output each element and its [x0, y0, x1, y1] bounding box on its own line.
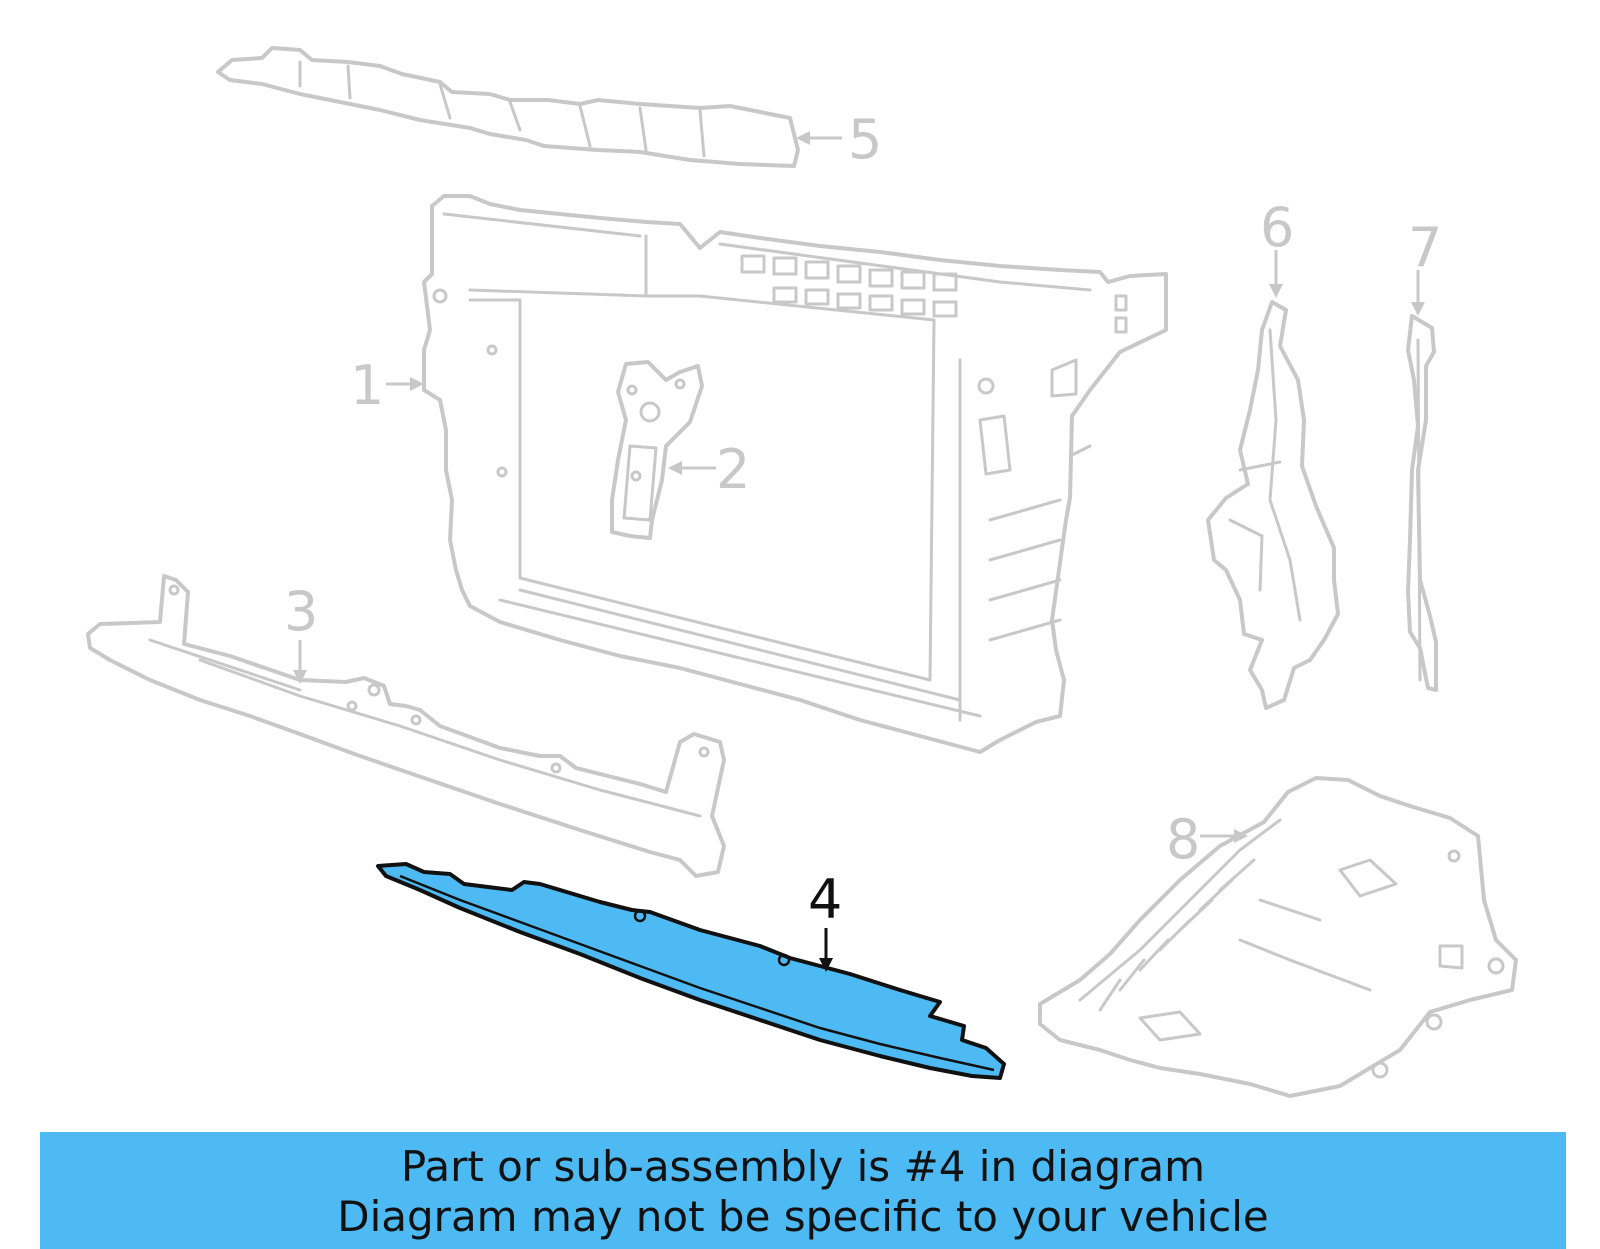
banner-line-disclaimer: Diagram may not be specific to your vehi… [337, 1192, 1269, 1241]
callout-6-label: 6 [1260, 196, 1294, 259]
callout-4-label: 4 [808, 868, 842, 931]
callout-3-label: 3 [284, 580, 318, 643]
part-3-lower-reinforcement [86, 574, 726, 878]
parts-diagram: 5 1 [86, 46, 1518, 1098]
banner-line-part: Part or sub-assembly is #4 in diagram [400, 1142, 1206, 1191]
callout-8-label: 8 [1166, 808, 1200, 871]
part-4-air-deflector [376, 862, 1006, 1080]
callout-1: 1 [350, 354, 424, 417]
info-banner: Part or sub-assembly is #4 in diagram Di… [40, 1132, 1566, 1249]
callout-2-label: 2 [716, 438, 750, 501]
callout-4: 4 [808, 868, 842, 972]
callout-7-label: 7 [1408, 216, 1442, 279]
callout-2: 2 [668, 438, 750, 501]
part-8-splash-shield [1038, 776, 1518, 1098]
callout-1-label: 1 [350, 354, 384, 417]
part-2-center-bracket [610, 360, 704, 540]
callout-7: 7 [1408, 216, 1442, 316]
part-6-side-bracket [1206, 300, 1340, 710]
callout-3: 3 [284, 580, 318, 684]
part-7-side-seal [1406, 314, 1438, 692]
part-5-upper-trim [216, 46, 800, 168]
callout-5-label: 5 [848, 108, 882, 171]
part-1-radiator-support [422, 194, 1168, 754]
callout-5: 5 [796, 108, 882, 171]
callout-6: 6 [1260, 196, 1294, 298]
callout-8: 8 [1166, 808, 1248, 871]
